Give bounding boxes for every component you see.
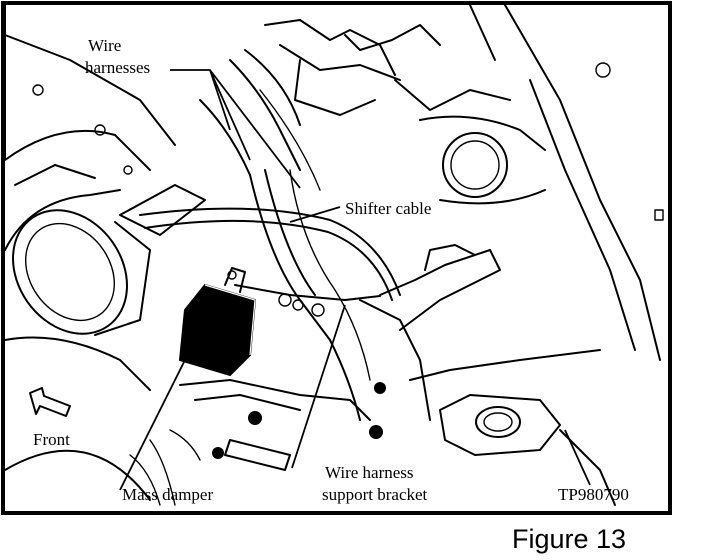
label-shifter-cable: Shifter cable — [345, 199, 431, 218]
line-art — [4, 4, 664, 506]
bolt-icon — [212, 447, 224, 459]
front-arrow-icon — [29, 387, 71, 417]
bolt-icon — [248, 411, 262, 425]
label-wire-harnesses-line1: Wire — [88, 36, 121, 55]
label-mass-damper: Mass damper — [122, 485, 213, 504]
figure-caption: Figure 13 — [512, 524, 626, 554]
bolt-icon — [374, 382, 386, 394]
label-wire-harness-bracket-line1: Wire harness — [325, 463, 414, 482]
label-front: Front — [33, 430, 70, 449]
part-code: TP980790 — [558, 485, 629, 504]
bolt-icon — [369, 425, 383, 439]
label-wire-harnesses-line2: harnesses — [85, 58, 150, 77]
leader-lines — [119, 69, 591, 491]
label-wire-harness-bracket-line2: support bracket — [322, 485, 428, 504]
